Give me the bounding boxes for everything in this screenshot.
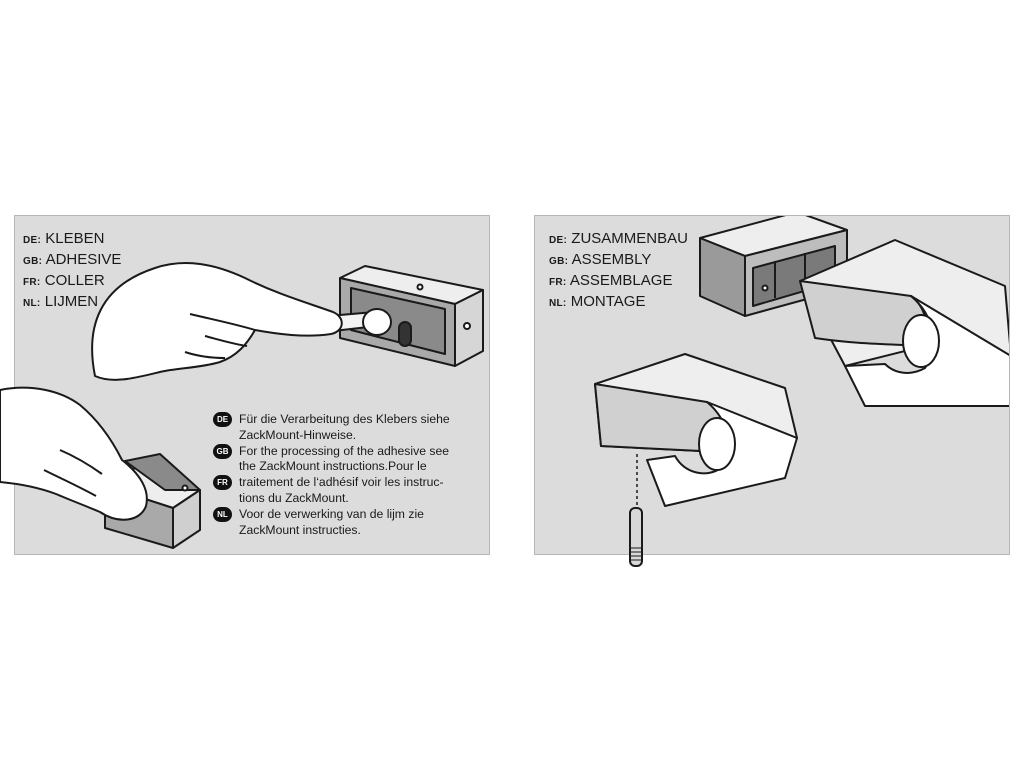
language-badge-de: DE bbox=[213, 412, 232, 427]
adhesive-notes: DE Für die Verarbeitung des Klebers sieh… bbox=[213, 412, 483, 538]
step-title-de: DE: ZUSAMMENBAU bbox=[549, 229, 688, 250]
step-title-list: DE: ZUSAMMENBAU GB: ASSEMBLY FR: ASSEMBL… bbox=[549, 229, 688, 313]
lang-code: NL: bbox=[549, 298, 567, 309]
step-title-text: ASSEMBLAGE bbox=[569, 272, 673, 289]
lang-code: FR: bbox=[549, 277, 567, 288]
step-title-text: KLEBEN bbox=[45, 230, 105, 247]
step-title-text: ADHESIVE bbox=[45, 251, 122, 268]
lower-bracket-illustration bbox=[104, 453, 201, 549]
note-line: Für die Verarbeitung des Klebers siehe bbox=[239, 412, 450, 426]
front-rail-profile-illustration bbox=[594, 353, 798, 507]
step-title-fr: FR: COLLER bbox=[23, 271, 121, 292]
step-title-nl: NL: LIJMEN bbox=[23, 292, 121, 313]
lang-code: GB: bbox=[549, 256, 569, 267]
step-title-text: LIJMEN bbox=[44, 293, 99, 310]
lang-code: DE: bbox=[23, 235, 42, 246]
note-line: Voor de verwerking van de lijm zie bbox=[239, 506, 424, 521]
lang-code: GB: bbox=[23, 256, 43, 267]
step-title-de: DE: KLEBEN bbox=[23, 229, 121, 250]
note-line: ZackMount instructies. bbox=[239, 522, 361, 537]
step-title-gb: GB: ADHESIVE bbox=[23, 250, 121, 271]
note-de: DE Für die Verarbeitung des Klebers sieh… bbox=[213, 412, 483, 444]
step-title-gb: GB: ASSEMBLY bbox=[549, 250, 688, 271]
rear-rail-profile-illustration bbox=[799, 239, 1009, 407]
step-title-list: DE: KLEBEN GB: ADHESIVE FR: COLLER NL: L… bbox=[23, 229, 121, 313]
step-title-text: ASSEMBLY bbox=[571, 251, 652, 268]
upper-hand-illustration bbox=[91, 262, 343, 381]
step-title-nl: NL: MONTAGE bbox=[549, 292, 688, 313]
note-nl: NL Voor de verwerking van de lijm zie Za… bbox=[213, 506, 483, 539]
note-line: For the processing of the adhesive see bbox=[239, 443, 450, 458]
step-title-text: MONTAGE bbox=[570, 293, 646, 310]
note-fr: FR traitement de l‘adhésif voir les inst… bbox=[213, 475, 483, 507]
language-badge-nl: NL bbox=[213, 506, 232, 522]
step-title-text: ZUSAMMENBAU bbox=[571, 230, 688, 247]
note-line: traitement de l‘adhésif voir les instruc… bbox=[239, 475, 444, 490]
language-badge-gb: GB bbox=[213, 443, 232, 459]
upper-bracket-illustration bbox=[339, 265, 484, 367]
step-title-text: COLLER bbox=[44, 272, 105, 289]
lang-code: FR: bbox=[23, 277, 41, 288]
note-gb: GB For the processing of the adhesive se… bbox=[213, 443, 483, 476]
language-badge-fr: FR bbox=[213, 475, 232, 491]
step-title-fr: FR: ASSEMBLAGE bbox=[549, 271, 688, 292]
lang-code: DE: bbox=[549, 235, 568, 246]
lang-code: NL: bbox=[23, 298, 41, 309]
note-line: the ZackMount instructions.Pour le bbox=[239, 459, 427, 474]
note-line: ZackMount-Hinweise. bbox=[239, 427, 357, 442]
note-line: tions du ZackMount. bbox=[239, 490, 349, 505]
assembly-illustration bbox=[594, 216, 1009, 507]
adhesive-step-panel: DE: KLEBEN GB: ADHESIVE FR: COLLER NL: L… bbox=[14, 215, 490, 555]
assembly-step-panel: DE: ZUSAMMENBAU GB: ASSEMBLY FR: ASSEMBL… bbox=[534, 215, 1010, 555]
